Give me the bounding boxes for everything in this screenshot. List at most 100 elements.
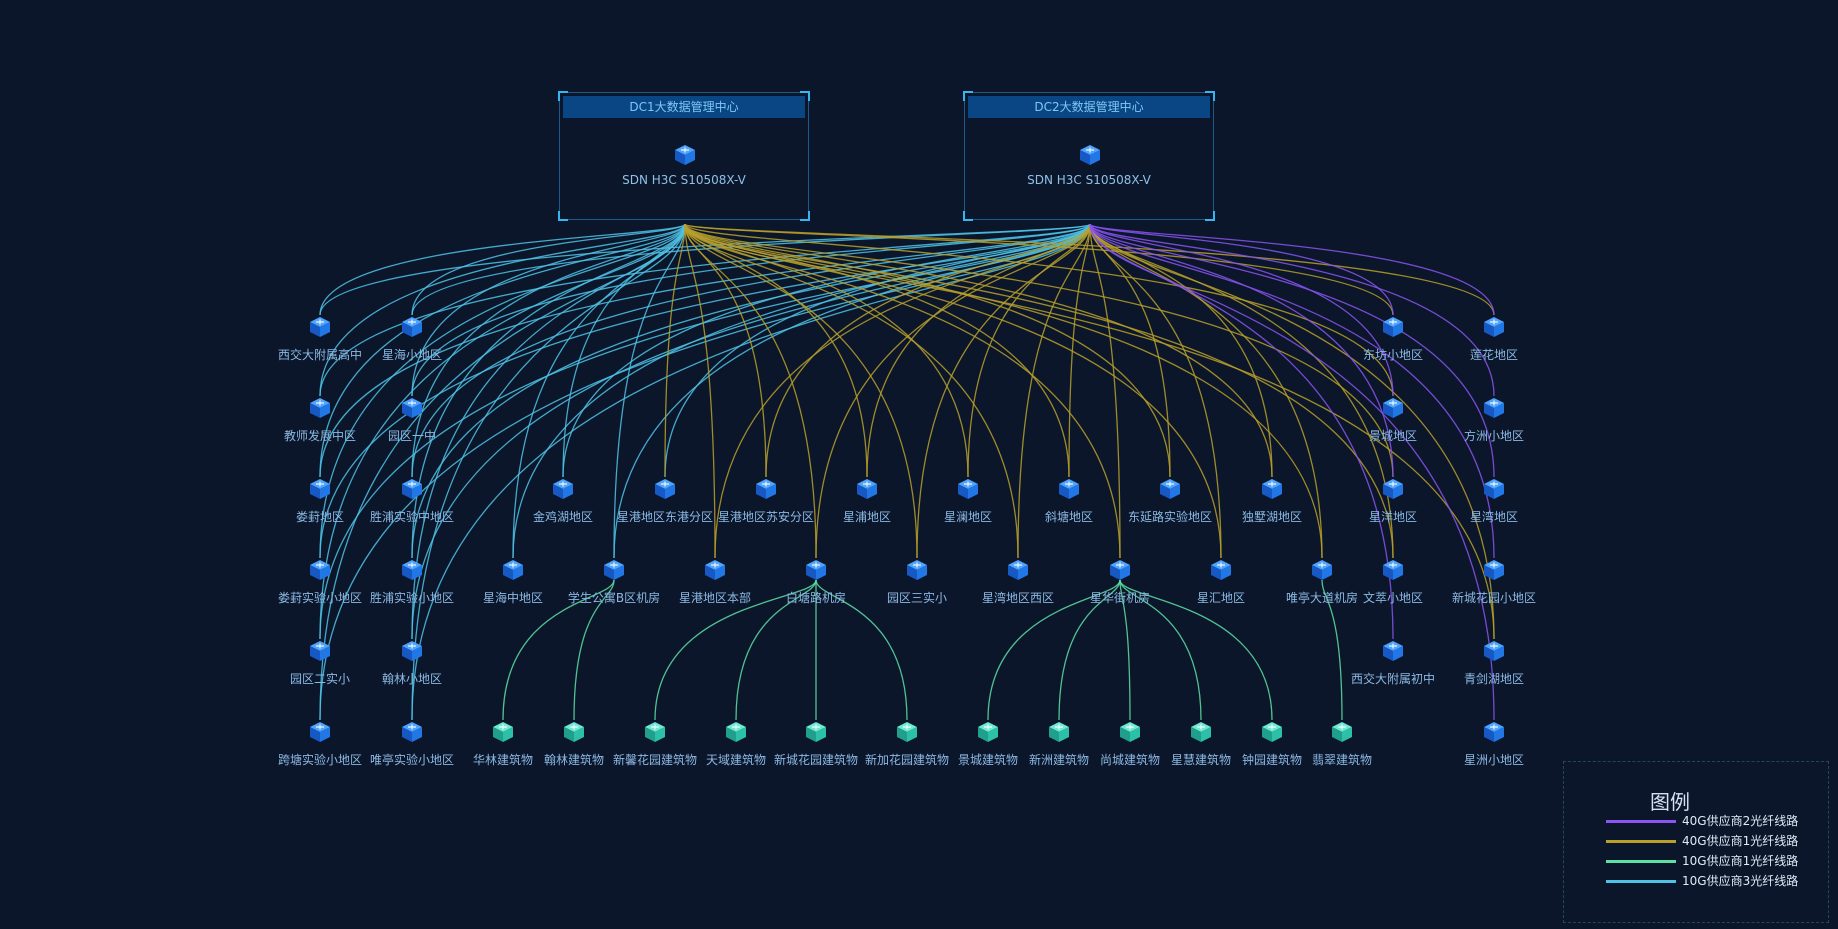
gold-fiber-link <box>815 223 1091 559</box>
gold-fiber-link <box>684 223 1171 478</box>
node-label: 唯亭实验小地区 <box>369 753 455 767</box>
building-icon[interactable] <box>1047 720 1071 744</box>
node-label: 景城建筑物 <box>957 753 1019 767</box>
router-icon[interactable] <box>1482 558 1506 582</box>
router-icon[interactable] <box>551 477 575 501</box>
building-icon[interactable] <box>976 720 1000 744</box>
building-icon[interactable] <box>895 720 919 744</box>
router-icon[interactable] <box>400 639 424 663</box>
building-icon[interactable] <box>491 720 515 744</box>
green-fiber-link <box>654 579 817 721</box>
node-label: 星港地区苏安分区 <box>717 510 815 524</box>
blue-fiber-link <box>319 223 686 478</box>
node-label: 新馨花园建筑物 <box>612 753 698 767</box>
router-icon[interactable] <box>1482 639 1506 663</box>
gold-fiber-link <box>684 223 716 559</box>
router-icon[interactable] <box>400 720 424 744</box>
node-label: 斜塘地区 <box>1044 510 1094 524</box>
router-icon[interactable] <box>1260 477 1284 501</box>
dc1-panel[interactable]: DC1大数据管理中心 SDN H3C S10508X-V <box>558 91 810 221</box>
router-icon[interactable] <box>754 477 778 501</box>
router-icon[interactable] <box>653 477 677 501</box>
node-label: 西交大附属高中 <box>277 348 363 362</box>
router-icon[interactable] <box>400 315 424 339</box>
gold-fiber-link <box>765 223 1091 478</box>
node-label: 独墅湖地区 <box>1241 510 1303 524</box>
node-label: 学生公寓B区机房 <box>567 591 661 605</box>
router-icon[interactable] <box>1209 558 1233 582</box>
corner-decoration <box>800 211 810 221</box>
node-label: 跨塘实验小地区 <box>277 753 363 767</box>
router-icon[interactable] <box>308 720 332 744</box>
blue-fiber-link <box>319 223 1091 397</box>
router-icon[interactable] <box>956 477 980 501</box>
router-icon[interactable] <box>308 639 332 663</box>
router-icon[interactable] <box>1381 477 1405 501</box>
node-label: 翡翠建筑物 <box>1311 753 1373 767</box>
green-fiber-link <box>1321 579 1343 721</box>
router-icon[interactable] <box>1482 477 1506 501</box>
building-icon[interactable] <box>1189 720 1213 744</box>
router-icon[interactable] <box>308 396 332 420</box>
router-icon[interactable] <box>308 477 332 501</box>
node-label: 娄葑实验小地区 <box>277 591 363 605</box>
router-icon[interactable] <box>1057 477 1081 501</box>
node-label: 星海中地区 <box>482 591 544 605</box>
dc1-title: DC1大数据管理中心 <box>563 96 805 118</box>
node-label: 翰林小地区 <box>381 672 443 686</box>
router-icon[interactable] <box>501 558 525 582</box>
dc2-title: DC2大数据管理中心 <box>968 96 1210 118</box>
corner-decoration <box>963 211 973 221</box>
router-icon[interactable] <box>308 558 332 582</box>
gold-fiber-link <box>1017 223 1091 559</box>
router-icon[interactable] <box>1482 396 1506 420</box>
node-label: 星澜地区 <box>943 510 993 524</box>
router-icon[interactable] <box>1381 558 1405 582</box>
router-icon[interactable] <box>1006 558 1030 582</box>
node-label: 翰林建筑物 <box>543 753 605 767</box>
legend-swatch-gold <box>1606 840 1676 843</box>
router-icon[interactable] <box>1482 315 1506 339</box>
node-label: 青剑湖地区 <box>1463 672 1525 686</box>
router-icon[interactable] <box>1482 720 1506 744</box>
router-icon[interactable] <box>703 558 727 582</box>
blue-fiber-link <box>411 223 1091 640</box>
router-icon[interactable] <box>1381 315 1405 339</box>
router-icon[interactable] <box>400 477 424 501</box>
node-label: 园区三实小 <box>886 591 948 605</box>
node-label: 新城花园小地区 <box>1451 591 1537 605</box>
router-icon[interactable] <box>1381 639 1405 663</box>
green-fiber-link <box>1119 579 1273 721</box>
building-icon[interactable] <box>1118 720 1142 744</box>
node-label: 园区一中 <box>387 429 437 443</box>
legend-label: 10G供应商1光纤线路 <box>1682 854 1799 868</box>
router-icon[interactable] <box>1108 558 1132 582</box>
dc1-model: SDN H3C S10508X-V <box>622 173 746 187</box>
router-icon[interactable] <box>804 558 828 582</box>
building-icon[interactable] <box>562 720 586 744</box>
router-icon[interactable] <box>905 558 929 582</box>
router-icon[interactable] <box>1158 477 1182 501</box>
router-icon[interactable] <box>400 558 424 582</box>
purple-fiber-link <box>1089 223 1495 721</box>
green-fiber-link <box>735 579 817 721</box>
router-icon[interactable] <box>1310 558 1334 582</box>
router-icon[interactable] <box>1381 396 1405 420</box>
node-label: 尚城建筑物 <box>1099 753 1161 767</box>
dc2-panel[interactable]: DC2大数据管理中心 SDN H3C S10508X-V <box>963 91 1215 221</box>
building-icon[interactable] <box>804 720 828 744</box>
building-icon[interactable] <box>1330 720 1354 744</box>
node-label: 方洲小地区 <box>1463 429 1525 443</box>
router-icon[interactable] <box>855 477 879 501</box>
router-icon[interactable] <box>308 315 332 339</box>
blue-fiber-link <box>411 223 1091 397</box>
node-label: 星港地区本部 <box>678 591 752 605</box>
router-icon[interactable] <box>400 396 424 420</box>
building-icon[interactable] <box>1260 720 1284 744</box>
building-icon[interactable] <box>643 720 667 744</box>
gold-fiber-link <box>684 223 817 559</box>
purple-fiber-link <box>1089 223 1495 397</box>
building-icon[interactable] <box>724 720 748 744</box>
router-icon[interactable] <box>602 558 626 582</box>
blue-fiber-link <box>319 223 1091 478</box>
